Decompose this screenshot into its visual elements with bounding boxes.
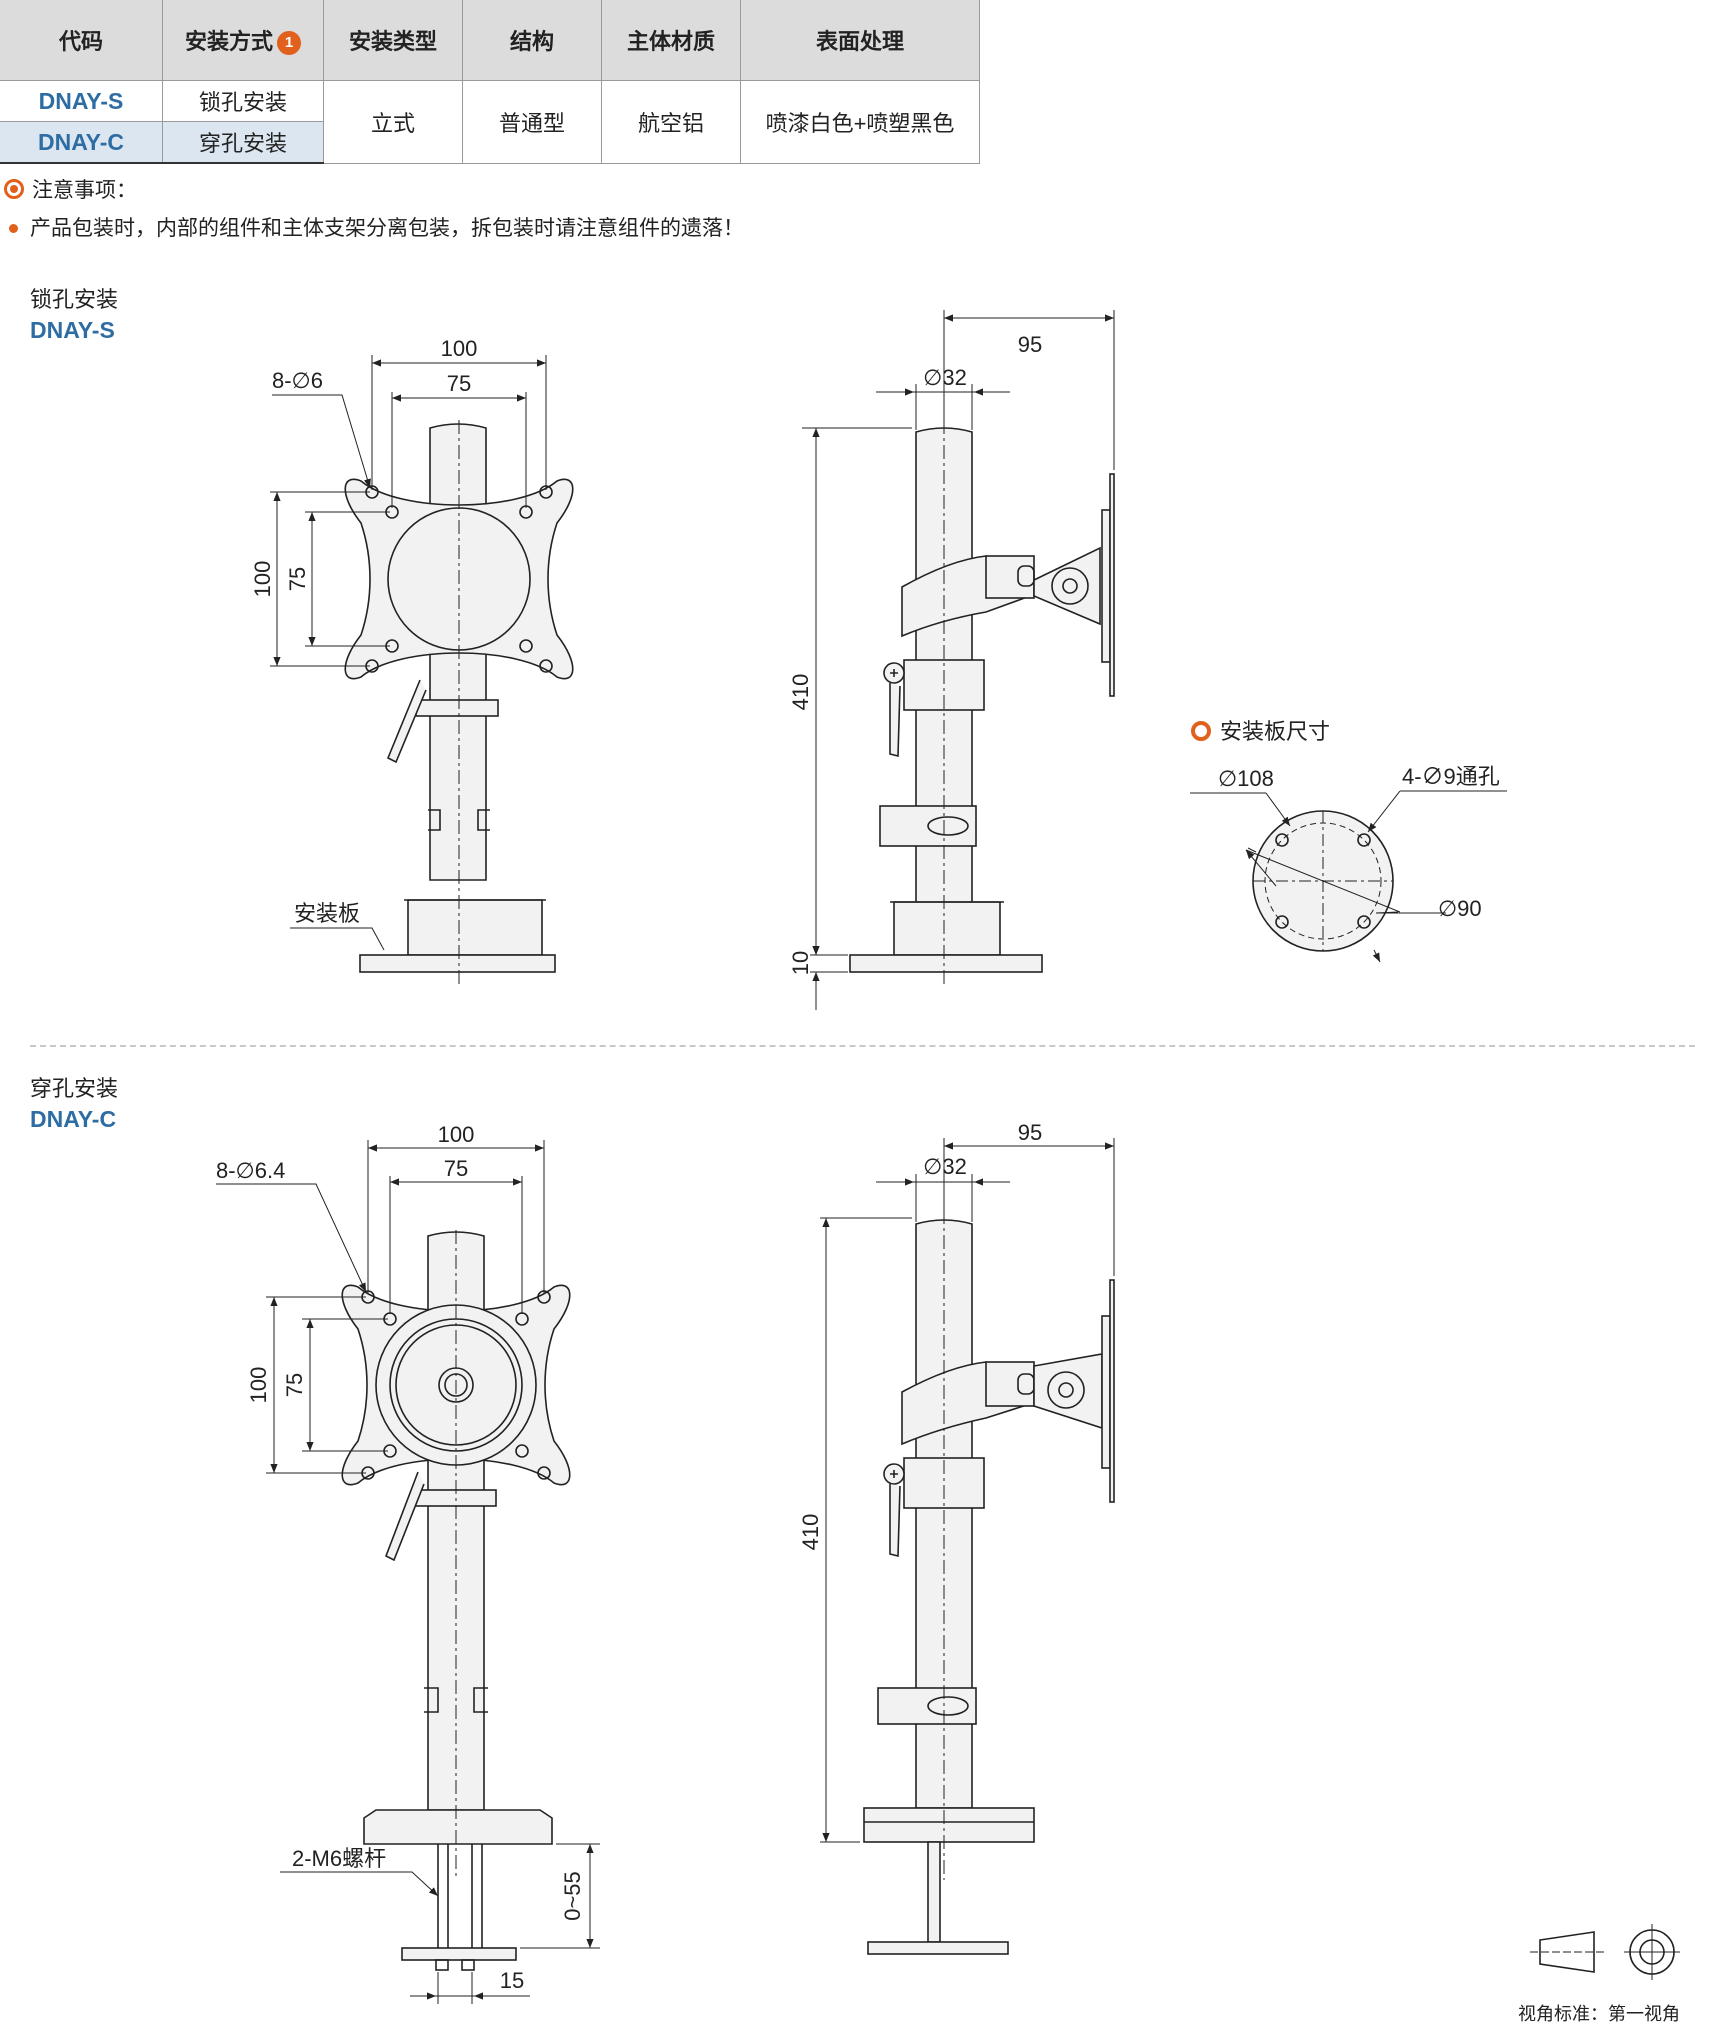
dim-diameter-90: ∅90 <box>1438 896 1482 921</box>
plate-detail-heading: 安装板尺寸 <box>1191 719 1330 744</box>
note-item: 产品包装时，内部的组件和主体支架分离包装，拆包装时请注意组件的遗落！ <box>0 210 744 248</box>
dim-410-s: 410 <box>788 674 813 711</box>
dim-410-c: 410 <box>798 1514 823 1551</box>
mount-cell: 锁孔安装 <box>162 80 324 122</box>
dim-15: 15 <box>500 1968 524 1993</box>
view-standard: 视角标准：第一视角 <box>1518 2004 1680 2024</box>
front-view-c <box>216 1140 600 2004</box>
mount-cell: 穿孔安装 <box>162 121 324 164</box>
target-icon <box>1191 721 1211 741</box>
col-header-structure: 结构 <box>462 0 602 81</box>
plate-detail <box>1190 790 1507 963</box>
dim-height-100-c: 100 <box>246 1367 271 1404</box>
bolt-label: 2-M6螺杆 <box>292 1846 386 1871</box>
dim-diameter-32-c: ∅32 <box>923 1154 967 1179</box>
dim-95-c: 95 <box>1018 1120 1042 1145</box>
table-row: DNAY-C 穿孔安装 <box>0 121 980 164</box>
dim-height-75-s: 75 <box>285 567 310 591</box>
section-title-s: 锁孔安装 DNAY-S <box>30 287 119 343</box>
table-row: DNAY-S 锁孔安装 立式 普通型 航空铝 喷漆白色+喷塑黑色 <box>0 80 980 164</box>
dim-diameter-108: ∅108 <box>1218 766 1274 791</box>
notes-title: 注意事项： <box>0 172 744 210</box>
section-divider <box>30 1045 1695 1047</box>
dim-height-75-c: 75 <box>282 1373 307 1397</box>
col-header-code: 代码 <box>0 0 163 81</box>
col-header-material: 主体材质 <box>601 0 741 81</box>
code-cell: DNAY-S <box>0 80 163 122</box>
bullet-icon <box>9 224 18 233</box>
hole-callout-plate: 4-∅9通孔 <box>1402 764 1500 789</box>
side-view-c <box>820 1138 1115 1955</box>
first-angle-projection-icon <box>1530 1924 1680 1980</box>
hole-callout-c: 8-∅6.4 <box>216 1158 285 1183</box>
plate-detail-title: 安装板尺寸 <box>1220 719 1330 744</box>
section-title-c: 穿孔安装 DNAY-C <box>30 1076 119 1132</box>
notes: 注意事项： 产品包装时，内部的组件和主体支架分离包装，拆包装时请注意组件的遗落！ <box>0 172 744 248</box>
dim-10-s: 10 <box>788 951 813 975</box>
target-icon <box>4 179 24 199</box>
type-cell: 立式 <box>323 80 463 164</box>
dim-diameter-32-s: ∅32 <box>923 365 967 390</box>
dim-width-100-c: 100 <box>438 1122 475 1147</box>
dim-range-0-55: 0~55 <box>560 1871 585 1921</box>
base-plate-label: 安装板 <box>294 901 360 926</box>
side-view-s <box>802 310 1115 1010</box>
dim-95-s: 95 <box>1018 332 1042 357</box>
front-view-s <box>270 355 574 985</box>
finish-cell: 喷漆白色+喷塑黑色 <box>740 80 980 164</box>
note-badge: 1 <box>277 31 301 55</box>
material-cell: 航空铝 <box>601 80 741 164</box>
dim-width-75-s: 75 <box>447 371 471 396</box>
code-cell: DNAY-C <box>0 121 163 164</box>
dim-width-100-s: 100 <box>441 336 478 361</box>
structure-cell: 普通型 <box>462 80 602 164</box>
col-header-type: 安装类型 <box>323 0 463 81</box>
dim-height-100-s: 100 <box>250 561 275 598</box>
dim-width-75-c: 75 <box>444 1156 468 1181</box>
col-header-finish: 表面处理 <box>740 0 980 81</box>
hole-callout-s: 8-∅6 <box>272 368 323 393</box>
